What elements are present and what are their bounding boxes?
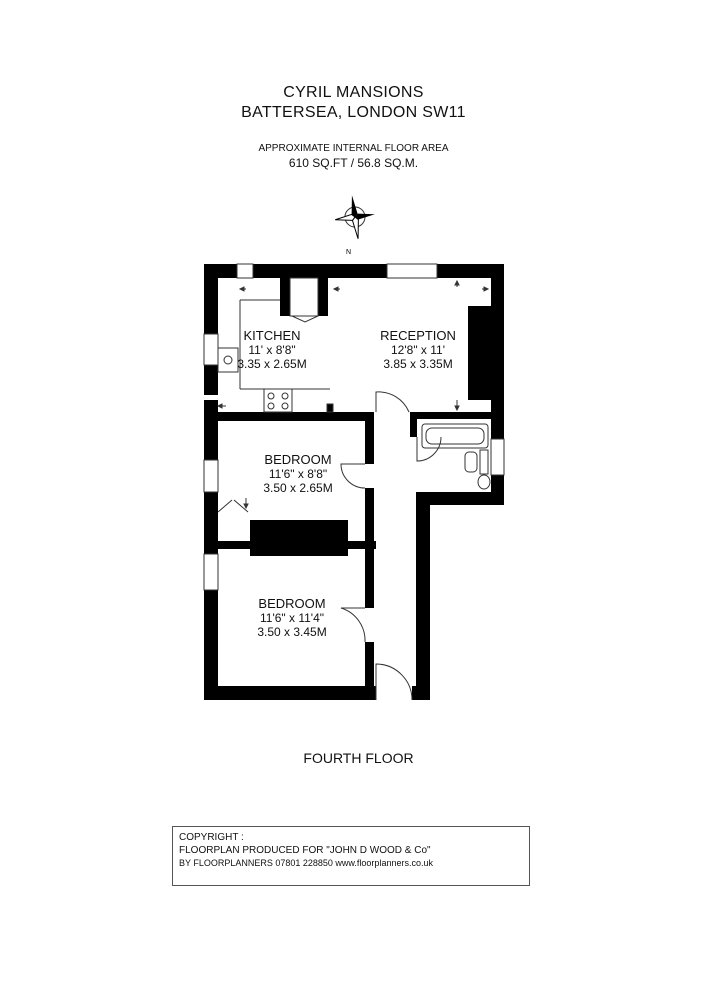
property-address: BATTERSEA, LONDON SW11 (241, 104, 466, 121)
reception-imperial: 12'8" x 11' (391, 343, 445, 357)
compass-north-label: N (346, 249, 351, 256)
bedroom1-name: BEDROOM (264, 452, 332, 467)
area-label: APPROXIMATE INTERNAL FLOOR AREA (258, 143, 449, 154)
reception-label: RECEPTION 12'8" x 11' 3.85 x 3.35M (372, 328, 464, 371)
bedroom2-imperial: 11'6" x 11'4" (259, 611, 325, 625)
copyright-line3: BY FLOORPLANNERS 07801 228850 www.floorp… (179, 858, 433, 868)
reception-name: RECEPTION (380, 328, 456, 343)
windows (203, 263, 505, 591)
bedroom2-name: BEDROOM (258, 596, 326, 611)
kitchen-name: KITCHEN (243, 328, 301, 343)
floor-label: FOURTH FLOOR (303, 750, 414, 766)
outer-walls (204, 264, 504, 700)
bedroom1-metric: 3.50 x 2.65M (263, 481, 333, 495)
interior-walls (204, 278, 504, 700)
bedroom1-imperial: 11'6" x 8'8" (268, 467, 328, 481)
doors (217, 391, 442, 701)
reception-metric: 3.85 x 3.35M (383, 357, 453, 371)
kitchen-units (217, 277, 334, 413)
area-value: 610 SQ.FT / 56.8 SQ.M. (288, 156, 419, 170)
kitchen-imperial: 11' x 8'8" (248, 343, 296, 357)
kitchen-label: KITCHEN 11' x 8'8" 3.35 x 2.65M (232, 328, 312, 371)
bathroom-fixtures (421, 423, 491, 490)
kitchen-metric: 3.35 x 2.65M (237, 357, 307, 371)
bedroom2-label: BEDROOM 11'6" x 11'4" 3.50 x 3.45M (242, 596, 342, 639)
bedroom1-label: BEDROOM 11'6" x 8'8" 3.50 x 2.65M (248, 452, 348, 495)
bedroom2-metric: 3.50 x 3.45M (257, 625, 327, 639)
property-name: CYRIL MANSIONS (283, 84, 424, 101)
copyright-box: COPYRIGHT : FLOORPLAN PRODUCED FOR "JOHN… (172, 826, 530, 886)
copyright-line2: FLOORPLAN PRODUCED FOR "JOHN D WOOD & Co… (179, 845, 431, 856)
compass-rose-icon (335, 195, 375, 239)
copyright-line1: COPYRIGHT : (179, 832, 244, 843)
dimension-markers (216, 279, 490, 510)
